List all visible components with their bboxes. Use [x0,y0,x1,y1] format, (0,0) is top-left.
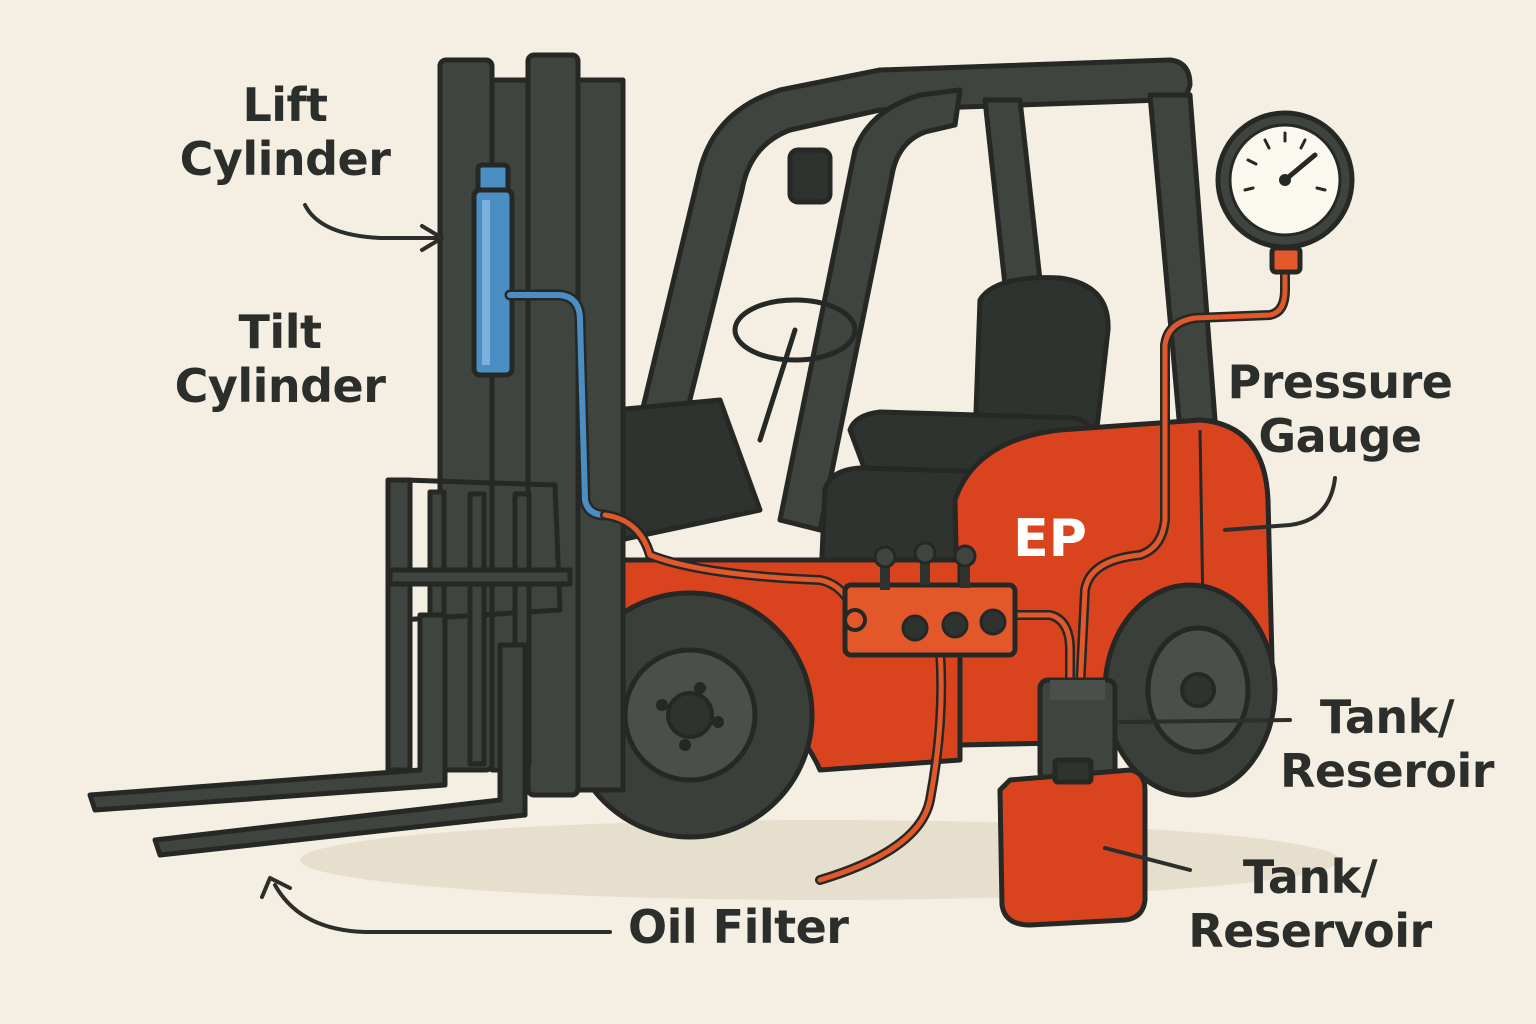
forks [87,612,528,858]
label-tank-reseroir-line2: Reseroir [1280,744,1494,798]
label-lift-cylinder-line1: Lift [242,78,328,132]
lift-cylinder-arrowhead [420,224,444,252]
svg-text:EP: EP [1013,509,1087,569]
lift-cylinder [471,162,515,378]
tank-reseroir-leader [1118,718,1292,724]
label-tank-reservoir-line2: Reservoir [1188,904,1432,958]
label-tank-reseroir-line1: Tank/ [1319,690,1455,744]
pressure-gauge-leader [1223,476,1337,532]
label-tank-reseroir: Tank/ Reseroir [1272,690,1502,798]
label-tilt-cylinder-line2: Cylinder [174,359,386,413]
label-pressure-gauge-line2: Gauge [1258,409,1422,463]
label-oil-filter: Oil Filter [628,900,849,954]
pressure-gauge [1215,110,1355,275]
label-tank-reservoir: Tank/ Reservoir [1165,850,1455,958]
label-tank-reservoir-line1: Tank/ [1242,850,1378,904]
tank-reservoir-leader [1103,846,1192,872]
leader-lines [260,203,1337,934]
steering-wheel [732,297,858,443]
label-lift-cylinder: Lift Cylinder [160,78,410,186]
lift-cylinder-arrow [303,203,442,240]
label-pressure-gauge-line1: Pressure [1227,355,1454,409]
overhead-guard [625,57,1218,533]
hydraulic-hoses [600,265,1290,885]
dashboard [612,397,763,543]
label-lift-cylinder-line2: Cylinder [179,132,391,186]
oil-filter-leader [273,883,612,934]
oil-filter-arrowhead [260,876,292,899]
oil-filter-canister [1037,677,1118,783]
reservoir-tank [997,757,1148,928]
rear-wheel [1102,582,1278,798]
label-pressure-gauge: Pressure Gauge [1215,355,1465,463]
front-wheel [565,590,815,840]
label-tilt-cylinder: Tilt Cylinder [155,305,405,413]
ep-logo: EP [998,495,1102,579]
control-valve [842,541,1018,658]
label-tilt-cylinder-line1: Tilt [238,305,322,359]
